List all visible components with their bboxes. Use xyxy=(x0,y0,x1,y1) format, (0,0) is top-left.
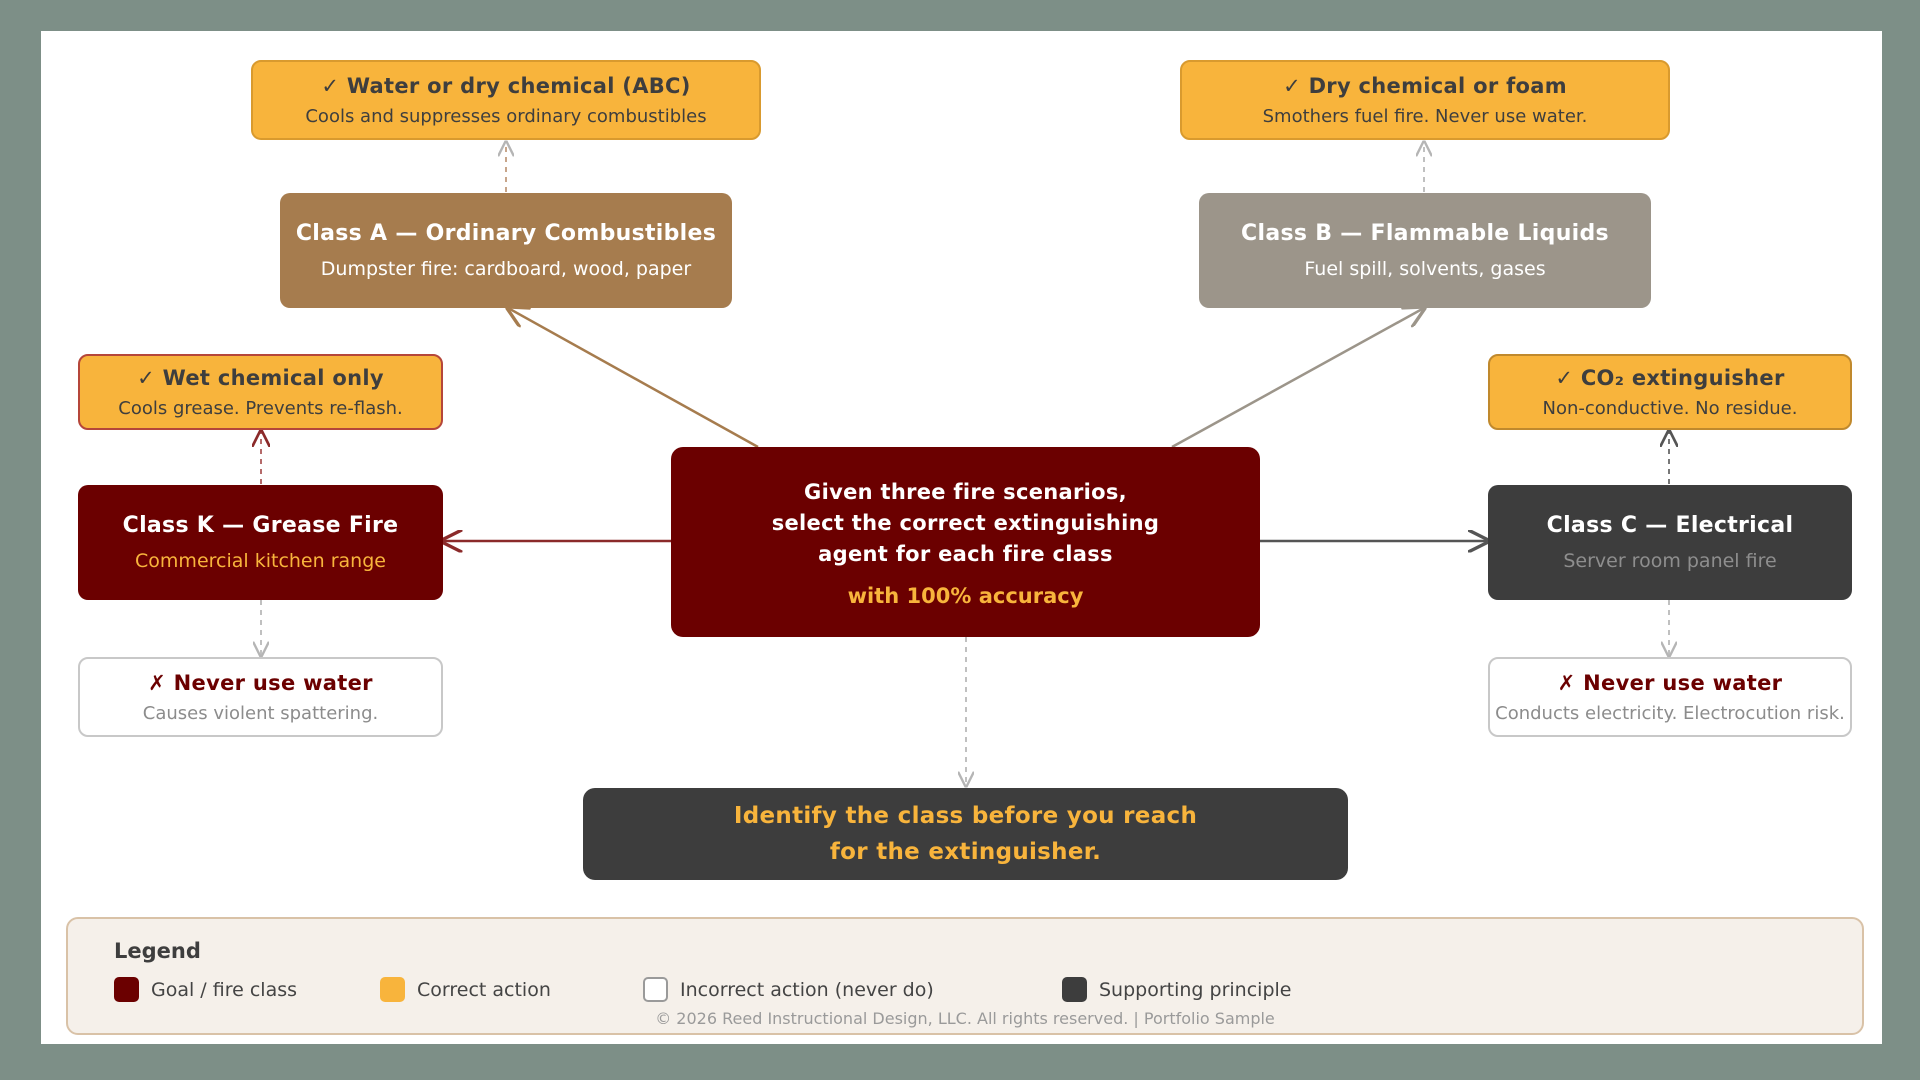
legend-item-correct: Correct action xyxy=(380,977,551,1002)
class-title: Class B — Flammable Liquids xyxy=(1241,221,1609,246)
class-subtitle: Server room panel fire xyxy=(1563,550,1777,572)
legend-swatch-goal xyxy=(114,977,139,1002)
goal-accuracy: with 100% accuracy xyxy=(847,583,1084,608)
legend-item-principle: Supporting principle xyxy=(1062,977,1291,1002)
never-box-class-c: ✗ Never use water Conducts electricity. … xyxy=(1488,657,1852,737)
action-subtitle: Non-conductive. No residue. xyxy=(1542,397,1798,419)
legend-item-goal: Goal / fire class xyxy=(114,977,297,1002)
principle-line-2: for the extinguisher. xyxy=(829,839,1102,865)
legend-label: Goal / fire class xyxy=(151,978,298,1001)
legend-swatch-incorrect xyxy=(643,977,668,1002)
never-subtitle: Conducts electricity. Electrocution risk… xyxy=(1495,702,1845,724)
legend-swatch-correct xyxy=(380,977,405,1002)
action-subtitle: Cools and suppresses ordinary combustibl… xyxy=(305,105,707,127)
legend-label: Supporting principle xyxy=(1099,978,1292,1001)
action-subtitle: Smothers fuel fire. Never use water. xyxy=(1262,105,1588,127)
legend: Legend Goal / fire class Correct action … xyxy=(66,917,1864,1035)
class-a-box: Class A — Ordinary Combustibles Dumpster… xyxy=(280,193,732,308)
class-subtitle: Commercial kitchen range xyxy=(135,550,386,572)
never-title: ✗ Never use water xyxy=(1557,670,1783,695)
action-subtitle: Cools grease. Prevents re-flash. xyxy=(118,397,403,419)
goal-box: Given three fire scenarios, select the c… xyxy=(671,447,1260,637)
goal-line-1: Given three fire scenarios, xyxy=(804,479,1127,504)
class-b-box: Class B — Flammable Liquids Fuel spill, … xyxy=(1199,193,1651,308)
action-title: ✓ Dry chemical or foam xyxy=(1283,73,1567,98)
action-box-class-b: ✓ Dry chemical or foam Smothers fuel fir… xyxy=(1180,60,1670,140)
principle-line-1: Identify the class before you reach xyxy=(733,803,1198,829)
never-box-class-k: ✗ Never use water Causes violent spatter… xyxy=(78,657,443,737)
goal-line-2: select the correct extinguishing xyxy=(771,510,1160,535)
action-title: ✓ Water or dry chemical (ABC) xyxy=(321,73,691,98)
action-box-class-k: ✓ Wet chemical only Cools grease. Preven… xyxy=(78,354,443,430)
goal-line-3: agent for each fire class xyxy=(818,541,1113,566)
legend-title: Legend xyxy=(114,939,201,963)
action-title: ✓ Wet chemical only xyxy=(137,365,384,390)
action-box-class-a: ✓ Water or dry chemical (ABC) Cools and … xyxy=(251,60,761,140)
copyright-text: © 2026 Reed Instructional Design, LLC. A… xyxy=(655,1009,1275,1028)
class-k-box: Class K — Grease Fire Commercial kitchen… xyxy=(78,485,443,600)
legend-swatch-principle xyxy=(1062,977,1087,1002)
legend-label: Correct action xyxy=(417,978,551,1001)
principle-box: Identify the class before you reach for … xyxy=(583,788,1348,880)
action-title: ✓ CO₂ extinguisher xyxy=(1555,365,1785,390)
legend-label: Incorrect action (never do) xyxy=(680,978,934,1001)
class-title: Class K — Grease Fire xyxy=(122,513,399,538)
class-title: Class C — Electrical xyxy=(1546,513,1794,538)
class-subtitle: Dumpster fire: cardboard, wood, paper xyxy=(320,258,692,280)
class-title: Class A — Ordinary Combustibles xyxy=(295,221,717,246)
legend-item-incorrect: Incorrect action (never do) xyxy=(643,977,934,1002)
action-box-class-c: ✓ CO₂ extinguisher Non-conductive. No re… xyxy=(1488,354,1852,430)
class-subtitle: Fuel spill, solvents, gases xyxy=(1304,258,1546,280)
never-subtitle: Causes violent spattering. xyxy=(142,702,379,724)
class-c-box: Class C — Electrical Server room panel f… xyxy=(1488,485,1852,600)
never-title: ✗ Never use water xyxy=(148,670,373,695)
